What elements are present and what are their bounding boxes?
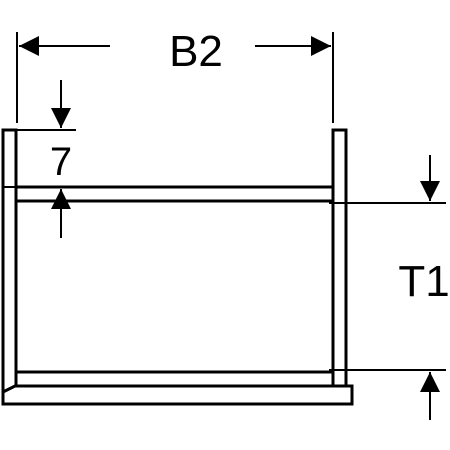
depth-label: T1 xyxy=(398,257,449,306)
left-post xyxy=(1,128,18,394)
base-plate xyxy=(1,384,354,406)
top-shelf xyxy=(14,185,335,203)
bottom-shelf xyxy=(14,370,335,388)
width-label: B2 xyxy=(169,27,223,76)
right-post xyxy=(331,128,348,394)
offset-label: 7 xyxy=(50,140,72,184)
